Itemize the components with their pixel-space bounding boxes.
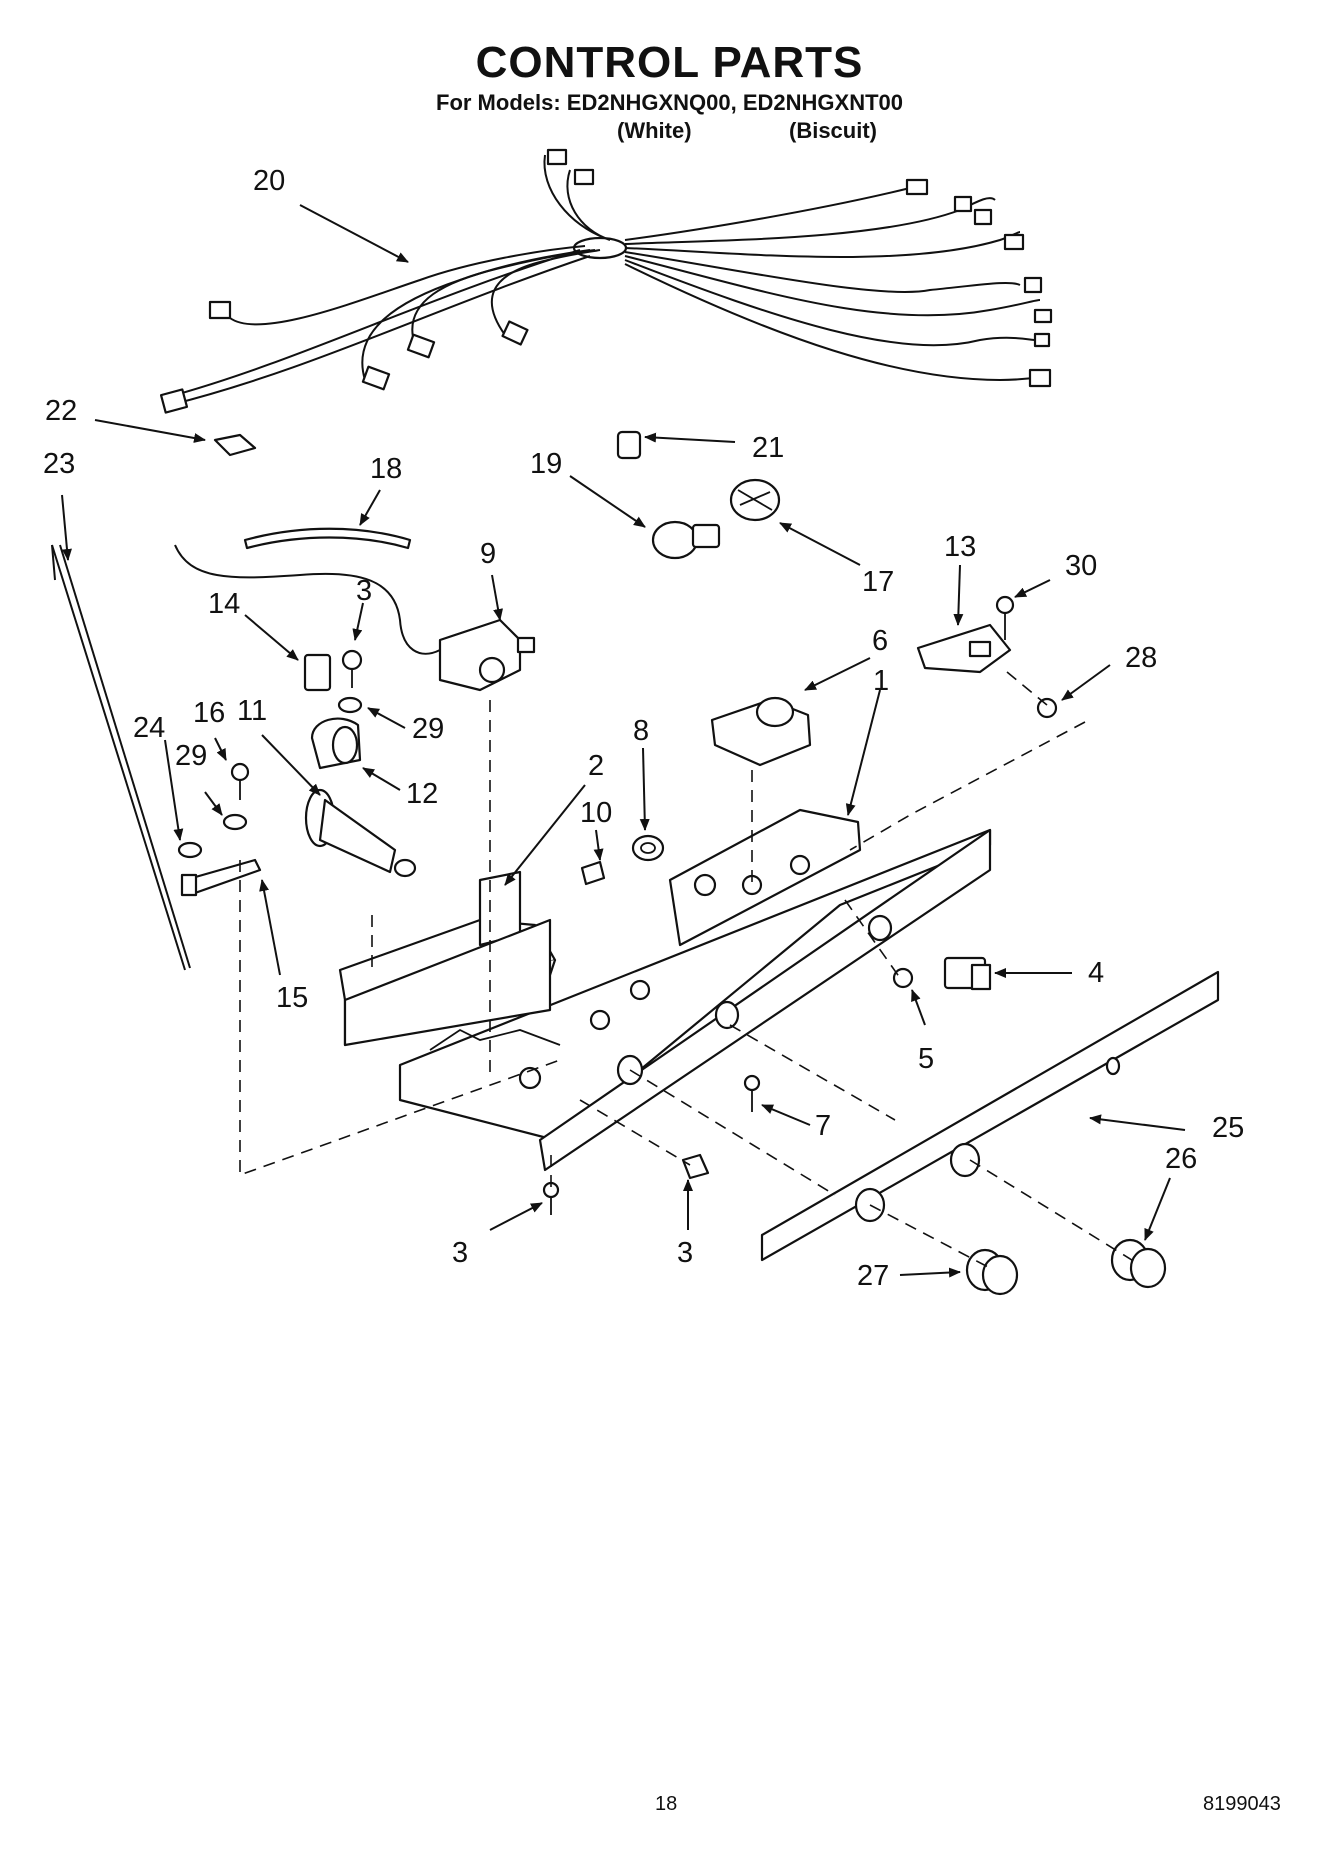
callout-11: 11 <box>237 695 267 727</box>
callout-7: 7 <box>815 1110 831 1142</box>
washer-29-left <box>222 813 248 831</box>
washer-24 <box>177 841 203 859</box>
screw-3-upper <box>341 649 363 688</box>
callout-19: 19 <box>530 448 562 480</box>
variant-biscuit-label: (Biscuit) <box>789 118 877 143</box>
wire-harness <box>159 148 1053 414</box>
screw-10 <box>580 860 606 886</box>
callout-16: 16 <box>193 697 225 729</box>
callout-18: 18 <box>370 453 402 485</box>
callout-30: 30 <box>1065 550 1097 582</box>
timer-6 <box>710 696 812 767</box>
rod-23 <box>51 544 191 971</box>
model-numbers: For Models: ED2NHGXNQ00, ED2NHGXNT00 <box>436 90 903 115</box>
callout-17: 17 <box>862 566 894 598</box>
washer-29-upper <box>337 696 363 714</box>
callout-4: 4 <box>1088 957 1104 989</box>
button-5 <box>892 967 914 989</box>
callout-27: 27 <box>857 1260 889 1292</box>
callout-9: 9 <box>480 538 496 570</box>
clip-28 <box>1036 697 1058 719</box>
control-11 <box>304 788 417 878</box>
front-panel-25 <box>760 970 1220 1262</box>
knob-27 <box>965 1248 1019 1296</box>
control-housing-1 <box>398 808 992 1172</box>
lever-15 <box>180 858 262 897</box>
callout-3-bottom-right: 3 <box>677 1237 693 1269</box>
callout-6: 6 <box>872 625 888 657</box>
callout-10: 10 <box>580 797 612 829</box>
knob-26 <box>1110 1238 1167 1289</box>
assembly-dashed-lines <box>239 671 1141 1269</box>
callout-3-bottom-left: 3 <box>452 1237 468 1269</box>
screw-3-lower-left <box>542 1181 560 1215</box>
screw-3-lower-right <box>681 1153 710 1180</box>
screw-7 <box>743 1074 761 1112</box>
bracket-left-lower <box>343 918 552 1047</box>
callout-labels: 20 22 23 21 19 18 17 9 3 14 13 30 28 6 1… <box>43 165 1244 1292</box>
callout-1: 1 <box>873 665 889 697</box>
thermostat-9 <box>438 618 536 692</box>
screw-16 <box>230 762 250 800</box>
capillary-tube <box>174 544 441 655</box>
clip-22 <box>213 433 257 457</box>
callout-3-top: 3 <box>356 575 372 607</box>
screw-30 <box>995 595 1015 640</box>
callout-29-left: 29 <box>175 740 207 772</box>
callout-5: 5 <box>918 1043 934 1075</box>
callout-20: 20 <box>253 165 285 197</box>
page-number: 18 <box>655 1793 678 1815</box>
callout-28: 28 <box>1125 642 1157 674</box>
bracket-12 <box>310 717 362 770</box>
lamp-bulb-19 <box>651 520 721 560</box>
switch-4 <box>943 956 992 991</box>
callout-22: 22 <box>45 395 77 427</box>
callout-13: 13 <box>944 531 976 563</box>
callout-23: 23 <box>43 448 75 480</box>
callout-2: 2 <box>588 750 604 782</box>
bracket-14 <box>303 653 332 692</box>
callout-24: 24 <box>133 712 165 744</box>
grommet-8 <box>631 834 665 862</box>
socket-21 <box>616 430 642 460</box>
variant-white-label: (White) <box>617 118 692 143</box>
callout-29-right: 29 <box>412 713 444 745</box>
lamp-socket-17 <box>729 478 781 522</box>
callout-14: 14 <box>208 588 240 620</box>
leader-arrows <box>61 204 1186 1278</box>
callout-12: 12 <box>406 778 438 810</box>
callout-8: 8 <box>633 715 649 747</box>
tube-18 <box>243 527 412 550</box>
page-title: CONTROL PARTS <box>475 38 864 87</box>
callout-21: 21 <box>752 432 784 464</box>
callout-26: 26 <box>1165 1143 1197 1175</box>
callout-15: 15 <box>276 982 308 1014</box>
document-number: 8199043 <box>1203 1793 1281 1815</box>
callout-25: 25 <box>1212 1112 1244 1144</box>
board-13 <box>916 623 1012 674</box>
